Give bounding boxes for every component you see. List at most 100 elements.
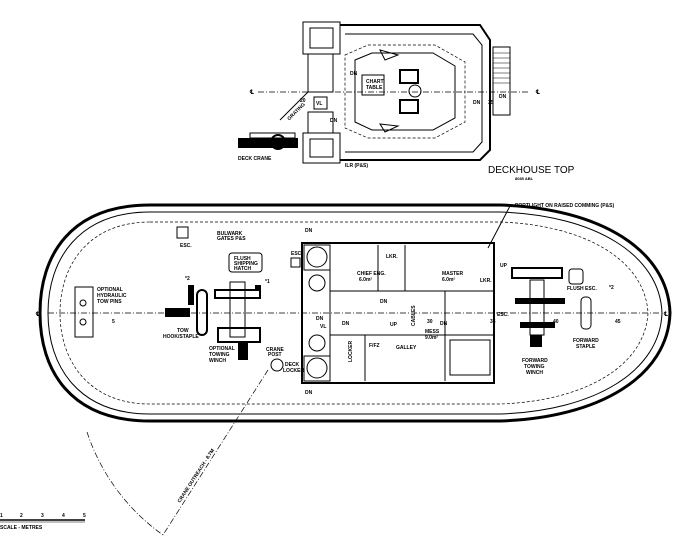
optional-winch-label: TOWING <box>209 352 230 358</box>
dn-label: DN <box>342 321 350 327</box>
tow-hook-staple <box>165 285 208 336</box>
locker-label: LOCKER <box>348 341 354 363</box>
vl-label: VL <box>320 324 326 330</box>
forward-winch-label: TOWING <box>524 364 545 370</box>
deck-crane <box>238 132 298 150</box>
esc-label: ESC. <box>180 243 192 249</box>
optional-winch-label: WINCH <box>209 358 226 364</box>
chart-table-label: TABLE <box>366 85 383 91</box>
external-stair <box>492 46 511 116</box>
tow-pins-label: OPTIONAL <box>97 287 123 293</box>
grating-label: GRATING <box>286 102 306 122</box>
forward-winch-label: FORWARD <box>522 358 548 364</box>
scale-label: SCALE - METRES <box>0 525 43 531</box>
dn-label: DN <box>305 390 313 396</box>
deckhouse-outline <box>340 24 491 161</box>
frame-label: 30 <box>427 319 433 325</box>
chief-eng-cabin-label: CHIEF ENG. <box>357 271 386 277</box>
wheelhouse-octagon <box>354 52 456 131</box>
vl-label: VL <box>316 101 322 107</box>
cables-label: CABLES <box>411 305 417 326</box>
up-label: UP <box>390 322 398 328</box>
deckhouse-main <box>301 242 495 384</box>
crane-outreach-label: CRANE OUTREACH - 8.7M <box>177 448 216 504</box>
bulwark-line <box>59 221 649 405</box>
forward-staple-label: FORWARD <box>573 338 599 344</box>
frame-20-label: 20 <box>300 98 306 104</box>
scale-tick: 4 <box>62 513 65 519</box>
note-marker: *2 <box>609 285 614 291</box>
deck-crane-label: DECK CRANE <box>238 156 272 162</box>
scale-tick: 5 <box>83 513 86 519</box>
up-label: UP <box>500 263 508 269</box>
crane-outreach: CRANE OUTREACH - 8.7M <box>86 369 269 536</box>
crane-post-label: POST <box>268 352 282 358</box>
portlight-label: PORTLIGHT ON RAISED COMMING (P&S) <box>515 203 615 209</box>
note-marker: *1 <box>265 279 270 285</box>
chief-eng-cabin-area: 6.0m² <box>359 277 372 283</box>
dn-label: DN <box>380 299 388 305</box>
dn-label: DN <box>316 316 324 322</box>
escape-hatch <box>176 226 189 239</box>
console-stbd <box>399 99 419 114</box>
console-port <box>399 69 419 84</box>
deck-locker-label: LOCKER <box>283 368 305 374</box>
master-cabin-label: MASTER <box>442 271 464 277</box>
hatch-label: SHIPPING <box>234 261 258 267</box>
frame-label: 5 <box>112 319 115 325</box>
scale-tick: 1 <box>0 513 3 519</box>
deckhouse-top-title: DECKHOUSE TOP <box>488 165 575 176</box>
chart-table-label: CHART <box>366 79 384 85</box>
forward-staple-label: STAPLE <box>576 344 596 350</box>
deck-locker-label: DECK <box>285 362 300 368</box>
deckhouse-top-elevation: 8085 ABL <box>515 176 534 181</box>
frame-35-label: 35 <box>488 100 494 106</box>
tow-pins-label: TOW PINS <box>97 299 122 305</box>
deckhouse-top-plan: ℄ ℄ VL GRATING 20 CHART TABLE DN DN DN D… <box>238 21 575 181</box>
dn-label: DN <box>350 71 358 77</box>
hull-outline <box>38 203 672 423</box>
tow-hook-label: TOW <box>177 328 189 334</box>
wing-box-stbd <box>302 132 341 164</box>
main-deck-plan: ℄ ℄ 5 30 35 40 45 OPTIONAL HYDRAULIC TOW… <box>35 203 672 423</box>
flush-shipping-hatch <box>228 252 263 273</box>
tow-hook-label: HOOK/STAPLE <box>163 334 199 340</box>
ilr-label: ILR (P&S) <box>345 163 368 169</box>
freezer-label: F/FZ <box>369 343 380 349</box>
forward-staple <box>580 296 592 330</box>
hatch-label: HATCH <box>234 266 252 272</box>
bulwark-label: BULWARK <box>217 231 243 237</box>
esc-label: ESC. <box>291 251 303 257</box>
frame-label: 40 <box>553 319 559 325</box>
scale-bar: 1 2 3 4 5 SCALE - METRES <box>0 513 86 531</box>
locker-label: LKR. <box>480 278 492 284</box>
optional-towing-winch <box>214 281 261 360</box>
forward-winch-label: WINCH <box>526 370 543 376</box>
centerline-mark: ℄ <box>35 311 40 318</box>
scale-tick: 2 <box>20 513 23 519</box>
dn-label: DN <box>330 118 338 124</box>
centerline-mark: ℄ <box>249 89 254 96</box>
optional-winch-label: OPTIONAL <box>209 346 235 352</box>
escape-hatch <box>290 257 301 268</box>
dn-label: DN <box>473 100 481 106</box>
dn-label: DN <box>499 94 507 100</box>
dn-label: DN <box>440 321 448 327</box>
tow-pins <box>74 286 94 338</box>
master-cabin-area: 6.0m² <box>442 277 455 283</box>
wing-box-port <box>302 21 341 55</box>
esc-label: ESC. <box>497 312 509 318</box>
mess-area: 9.0m² <box>425 335 438 341</box>
centerline-mark: ℄ <box>535 89 540 96</box>
mess-label: MESS <box>425 329 440 335</box>
bulwark-label: GATES P&S <box>217 236 246 242</box>
chart-table <box>361 74 385 96</box>
crane-post-label: CRANE <box>266 347 284 353</box>
flush-esc-label: FLUSH ESC. <box>567 286 597 292</box>
scale-tick: 3 <box>41 513 44 519</box>
frame-label: 35 <box>490 319 496 325</box>
locker-label: LKR. <box>386 254 398 260</box>
dn-label: DN <box>305 228 313 234</box>
